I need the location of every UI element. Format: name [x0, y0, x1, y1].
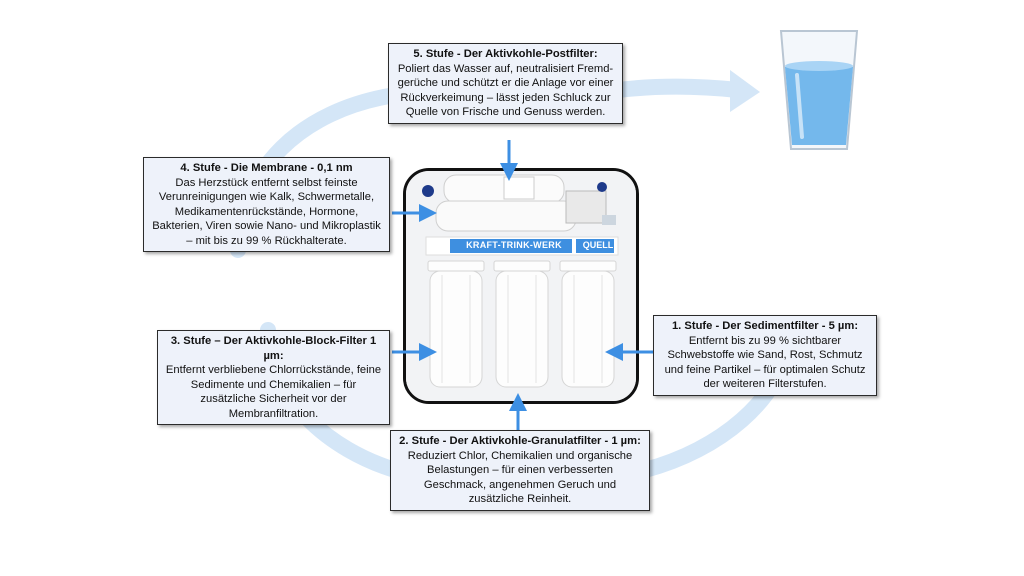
- water-glass-icon: [779, 30, 859, 150]
- reverse-osmosis-unit-illustration: [406, 171, 636, 401]
- stage5-body: Poliert das Wasser auf, neutralisiert Fr…: [397, 62, 614, 119]
- stage3-box: 3. Stufe – Der Aktivkohle-Block-Filter 1…: [157, 330, 390, 425]
- stage4-title: 4. Stufe - Die Membrane - 0,1 nm: [180, 162, 353, 174]
- stage1-box: 1. Stufe - Der Sedimentfilter - 5 µm: En…: [653, 315, 877, 396]
- stage5-title: 5. Stufe - Der Aktivkohle-Postfilter:: [413, 48, 598, 60]
- stage2-title: 2. Stufe - Der Aktivkohle-Granulatfilter…: [399, 435, 641, 447]
- product-label-main: KRAFT-TRINK-WERK: [466, 240, 562, 250]
- stage4-box: 4. Stufe - Die Membrane - 0,1 nm Das Her…: [143, 157, 390, 252]
- stage3-body: Entfernt verbliebene Chlorrückstände, fe…: [165, 364, 382, 420]
- stage3-title: 3. Stufe – Der Aktivkohle-Block-Filter 1…: [170, 335, 377, 362]
- stage2-box: 2. Stufe - Der Aktivkohle-Granulatfilter…: [390, 430, 650, 511]
- stage5-box: 5. Stufe - Der Aktivkohle-Postfilter: Po…: [388, 43, 623, 124]
- stage1-body: Entfernt bis zu 99 % sichtbarer Schwebst…: [664, 334, 866, 391]
- stage4-body: Das Herzstück entfernt selbst feinste Ve…: [152, 176, 381, 247]
- filter-unit-image: KRAFT-TRINK-WERK QUELL: [403, 168, 639, 404]
- stage2-body: Reduziert Chlor, Chemikalien und organis…: [407, 449, 633, 506]
- stage1-title: 1. Stufe - Der Sedimentfilter - 5 µm:: [671, 320, 859, 332]
- product-label-brand: QUELL: [582, 240, 614, 250]
